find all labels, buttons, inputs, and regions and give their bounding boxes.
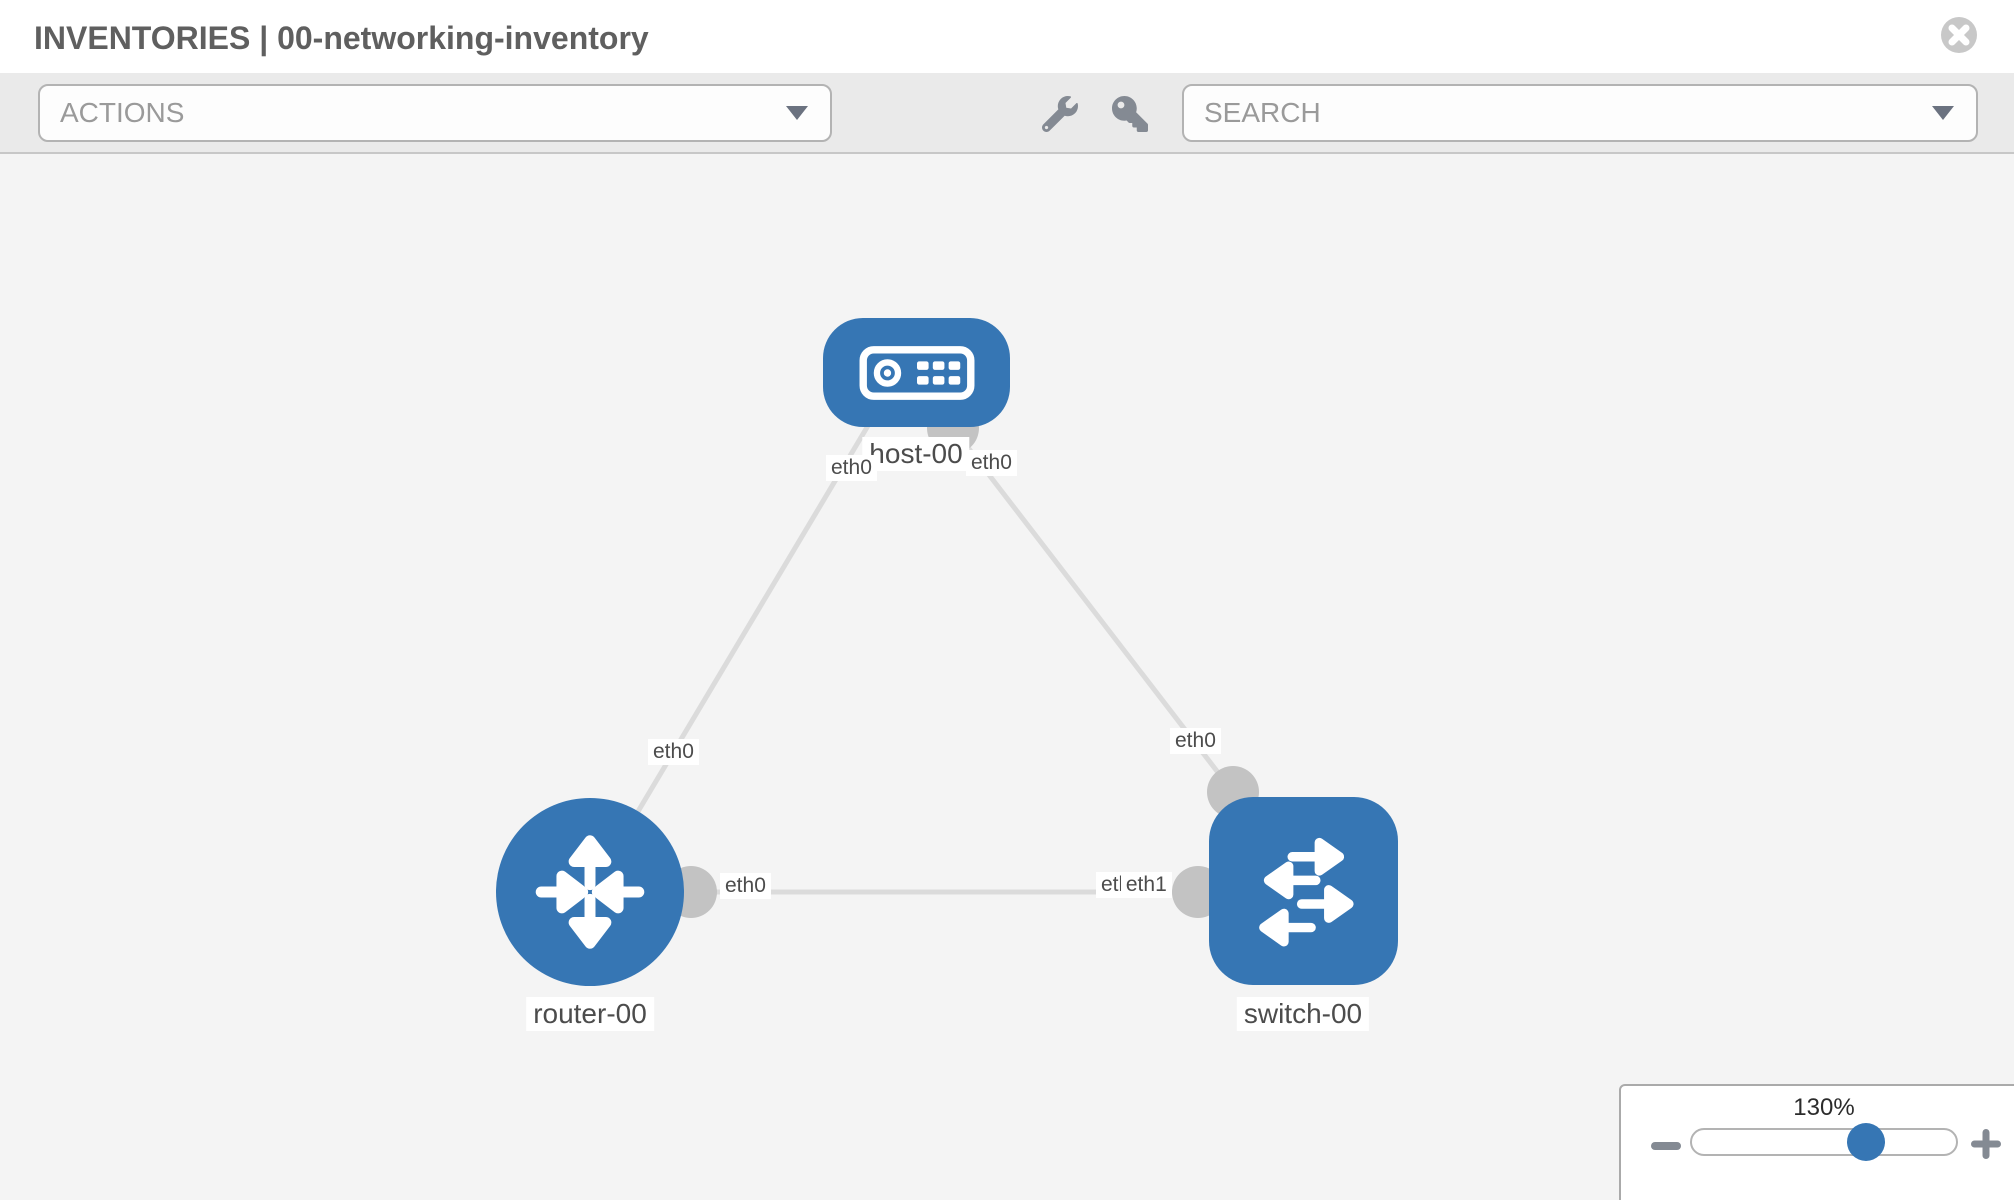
- interface-label-switch-from-host: eth0: [1170, 728, 1221, 754]
- wrench-icon: [1042, 96, 1078, 132]
- node-label-switch: switch-00: [1236, 997, 1370, 1031]
- header: INVENTORIES | 00-networking-inventory: [0, 0, 2014, 73]
- chevron-down-icon: [1932, 106, 1954, 120]
- toolbar: ACTIONS: [0, 73, 2014, 154]
- actions-dropdown[interactable]: ACTIONS: [38, 84, 832, 142]
- zoom-out-button[interactable]: [1647, 1134, 1685, 1158]
- key-icon: [1112, 96, 1148, 132]
- interface-label-host-to-switch: eth0: [966, 450, 1017, 476]
- node-label-router: router-00: [526, 997, 654, 1031]
- interface-label-host-to-router: eth0: [826, 455, 877, 481]
- zoom-slider-thumb[interactable]: [1847, 1123, 1885, 1161]
- credentials-button[interactable]: [1108, 92, 1152, 136]
- interface-label-switch-left-front: eth1: [1120, 872, 1172, 898]
- topology-canvas[interactable]: host-00 router-00 switch-00 eth0 eth0 et…: [0, 154, 2014, 1200]
- close-icon: [1941, 17, 1977, 53]
- actions-dropdown-label: ACTIONS: [60, 97, 185, 128]
- interface-label-pair-switch-left: eth0 eth1: [1096, 872, 1172, 898]
- zoom-in-button[interactable]: [1967, 1126, 2005, 1164]
- switch-icon: [1258, 837, 1354, 947]
- zoom-slider-track[interactable]: [1690, 1128, 1958, 1156]
- zoom-level: 130%: [1793, 1094, 1855, 1121]
- host-icon: [859, 345, 974, 400]
- router-icon: [535, 835, 645, 949]
- interface-label-router-to-switch: eth0: [720, 873, 771, 899]
- node-host-00[interactable]: [823, 318, 1010, 427]
- node-router-00[interactable]: [496, 798, 684, 986]
- close-button[interactable]: [1938, 14, 1980, 56]
- node-label-host: host-00: [862, 437, 970, 471]
- links-layer: [587, 370, 1270, 918]
- tools-button[interactable]: [1038, 92, 1082, 136]
- search-combo[interactable]: [1182, 84, 1978, 142]
- node-switch-00[interactable]: [1209, 797, 1398, 985]
- zoom-control-panel: 130%: [1619, 1084, 2014, 1200]
- interface-label-router-from-host: eth0: [648, 739, 699, 765]
- search-input[interactable]: [1204, 86, 1932, 140]
- zoom-out-icon: [1651, 1141, 1681, 1150]
- zoom-in-icon: [1971, 1128, 2001, 1159]
- chevron-down-icon: [786, 106, 808, 120]
- page-title: INVENTORIES | 00-networking-inventory: [34, 20, 649, 56]
